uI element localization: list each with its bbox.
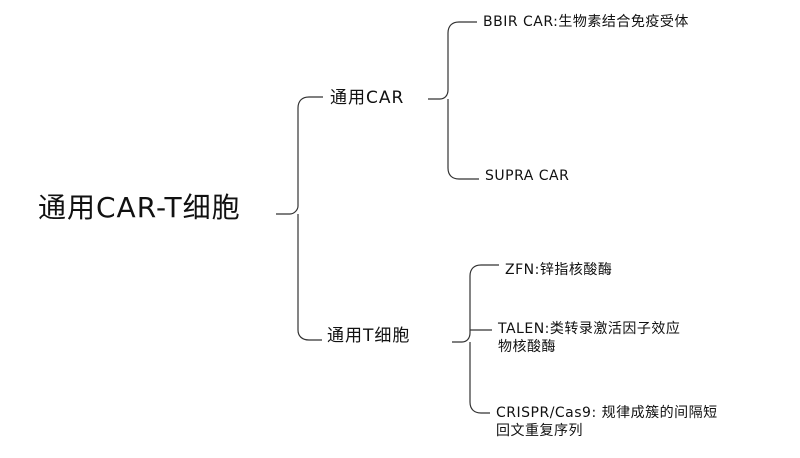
leaf-talen: TALEN:类转录激活因子效应 物核酸酶 bbox=[498, 321, 680, 356]
leaf-talen-line1: TALEN:类转录激活因子效应 bbox=[498, 321, 681, 337]
leaf-crispr-line1: CRISPR/Cas9: 规律成簇的间隔短 bbox=[496, 405, 718, 421]
root-bracket bbox=[276, 96, 323, 215]
branch-universal-t-cell: 通用T细胞 bbox=[327, 326, 411, 346]
tcell-bracket bbox=[452, 264, 499, 343]
car-bracket bbox=[428, 21, 477, 100]
leaf-crispr-line2: 回文重复序列 bbox=[496, 422, 583, 439]
leaf-talen-line2: 物核酸酶 bbox=[498, 338, 556, 355]
tcell-bracket-lower bbox=[469, 342, 490, 414]
leaf-bbir-car: BBIR CAR:生物素结合免疫受体 bbox=[483, 14, 689, 30]
root-bracket-lower bbox=[297, 214, 322, 341]
branch-universal-car: 通用CAR bbox=[330, 88, 405, 108]
leaf-supra-car: SUPRA CAR bbox=[485, 168, 570, 184]
leaf-crispr-cas9: CRISPR/Cas9: 规律成簇的间隔短 回文重复序列 bbox=[496, 405, 718, 440]
leaf-zfn: ZFN:锌指核酸酶 bbox=[505, 262, 613, 278]
car-bracket-lower bbox=[447, 99, 479, 180]
root-node: 通用CAR-T细胞 bbox=[38, 191, 241, 224]
